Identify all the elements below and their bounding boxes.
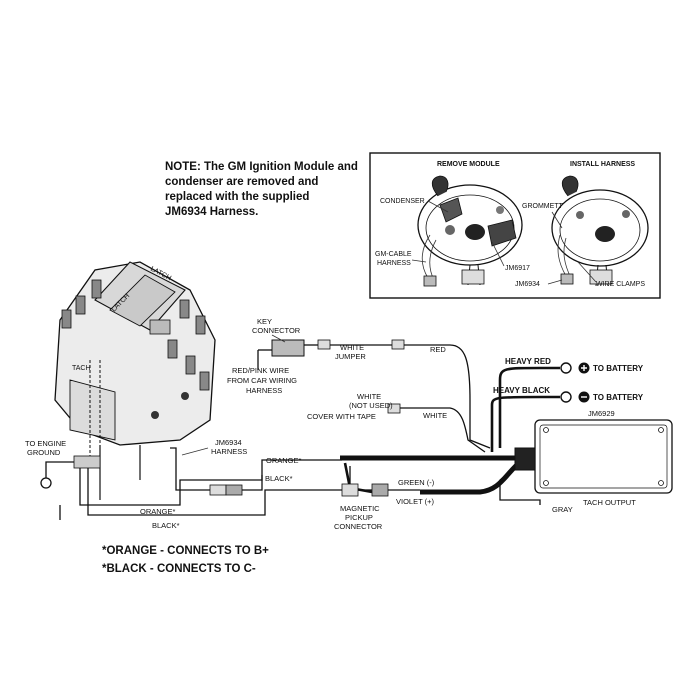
footnote-black: *BLACK - CONNECTS TO C- [102,563,256,575]
jm6934-harness-label: HARNESS [211,447,247,456]
white-jumper-label: WHITE [340,343,364,352]
jm6934-harness-label: JM6934 [215,438,242,447]
inset-panel: REMOVE MODULE INSTALL HARNESS CONDENSER … [369,152,661,299]
to-battery-positive-label: TO BATTERY [593,364,644,373]
magnetic-pickup-label: MAGNETIC [340,504,380,513]
note-line: JM6934 Harness. [165,206,258,218]
red-pink-wire-label: HARNESS [246,386,282,395]
tach-output-label: TACH OUTPUT [583,498,636,507]
tach-terminal-label: TACH [72,365,91,372]
wire-clamps-label: WIRE CLAMPS [596,281,645,288]
orange-wire-label: ORANGE* [140,507,176,516]
key-connector [257,339,305,370]
condenser-label: CONDENSER [380,198,425,205]
minus-icon [578,391,590,403]
green-wire-label: GREEN (-) [398,478,435,487]
remove-module-title: REMOVE MODULE [437,161,500,168]
jm6929-label: JM6929 [588,409,615,418]
gray-wire-label: GRAY [552,505,573,514]
jm6917-label: JM6917 [505,265,530,272]
gm-cable-harness-label: GM-CABLE [375,251,412,258]
magnetic-pickup-connector [341,483,420,497]
remove-module-illustration [417,175,523,287]
white-not-used-label: COVER WITH TAPE [307,412,376,421]
engine-ground-label: GROUND [27,448,61,457]
note-line: NOTE: The GM Ignition Module and [165,161,358,173]
grommett-label: GROMMETT [522,203,564,210]
footnote-orange: *ORANGE - CONNECTS TO B+ [102,545,269,557]
note-line: condenser are removed and [165,176,318,188]
white-jumper-label: JUMPER [335,352,366,361]
installation-note: NOTE: The GM Ignition Module and condens… [165,161,358,218]
white-not-used-label: (NOT USED) [349,401,393,410]
to-battery-negative-label: TO BATTERY [593,393,644,402]
key-connector-label: CONNECTOR [252,326,301,335]
engine-ground-label: TO ENGINE [25,439,66,448]
red-wire-label: RED [430,345,446,354]
note-line: replaced with the supplied [165,191,309,203]
red-pink-wire-label: FROM CAR WIRING [227,376,297,385]
jm6934-inset-label: JM6934 [515,281,540,288]
key-connector-label: KEY [257,317,272,326]
jm6929-module [514,419,673,494]
orange-wire-label: ORANGE* [266,456,302,465]
ground-ring-terminal [40,477,52,489]
red-pink-wire-label: RED/PINK WIRE [232,366,289,375]
engine-ground: TO ENGINE GROUND [25,439,101,489]
distributor-cap: LATCH LATCH TACH [54,261,216,500]
heavy-red-label: HEAVY RED [505,357,551,366]
gm-cable-harness-label: HARNESS [377,260,411,267]
violet-wire-label: VIOLET (+) [396,497,435,506]
install-harness-illustration [551,175,649,287]
magnetic-pickup-label: PICKUP [345,513,373,522]
install-harness-title: INSTALL HARNESS [570,161,635,168]
magnetic-pickup-label: CONNECTOR [334,522,383,531]
white-not-used-label: WHITE [357,392,381,401]
black-wire-label: BLACK* [152,521,180,530]
plus-icon [578,362,590,374]
white-wire-label: WHITE [423,411,447,420]
heavy-black-label: HEAVY BLACK [493,386,550,395]
black-wire-label: BLACK* [265,474,293,483]
pickup-harness-cable [420,460,522,495]
